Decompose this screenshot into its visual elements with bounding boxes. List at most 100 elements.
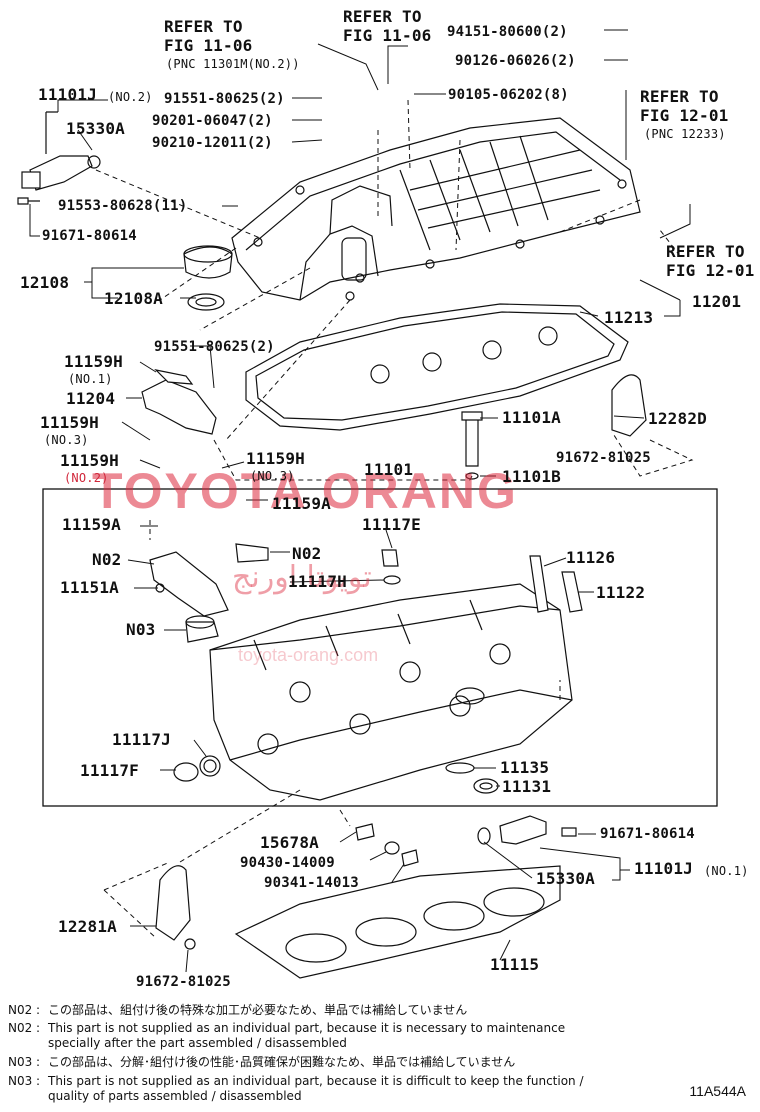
note-text: This part is not supplied as an individu… <box>48 1074 584 1088</box>
note-tag: N03 : <box>8 1074 41 1088</box>
diagram-code: 11A544A <box>689 1083 746 1099</box>
refer-fig-11-06-label-c: (PNC 11301M(NO.2)) <box>166 57 300 71</box>
part-11101j-no2[interactable]: 11101J <box>38 85 97 104</box>
part-11213[interactable]: 11213 <box>604 308 654 327</box>
note-tag: N02 : <box>8 1021 41 1035</box>
note-tag: N02 : <box>8 1003 41 1017</box>
part-15330a-top[interactable]: 15330A <box>66 119 125 138</box>
part-90201-06047[interactable]: 90201-06047(2) <box>152 113 273 129</box>
bearing-cap-left-drawing <box>149 551 229 617</box>
part-11159h-no1-suffix: (NO.1) <box>68 372 113 386</box>
part-90341-14013[interactable]: 90341-14013 <box>264 875 359 891</box>
cylinder-head-cover-drawing <box>231 117 641 301</box>
part-91551-80625-mid[interactable]: 91551-80625(2) <box>154 339 275 355</box>
part-11201[interactable]: 11201 <box>692 292 742 311</box>
union-15678a-drawing <box>355 823 375 841</box>
part-15678a[interactable]: 15678A <box>260 833 319 852</box>
valve-lifter-drawing <box>185 621 219 643</box>
part-11159h-no3-right[interactable]: 11159H <box>246 449 305 468</box>
note-n03-english: N03 : This part is not supplied as an ind… <box>8 1074 584 1089</box>
part-91672-81025-top[interactable]: 91672-81025 <box>556 450 651 466</box>
refer-fig-11-06-second-a: REFER TO <box>343 7 422 26</box>
note-n02-left-marker: N02 <box>92 550 122 569</box>
engine-hanger-no2-drawing <box>611 374 647 437</box>
note-n02-english-cont: specially after the part assembled / dis… <box>48 1036 347 1050</box>
part-11159h-no2-suffix: (NO.2) <box>64 471 109 485</box>
valve-guide-11126-drawing <box>529 555 549 613</box>
head-bolt-drawing <box>465 413 479 467</box>
part-11159h-no2[interactable]: 11159H <box>60 451 119 470</box>
part-11115[interactable]: 11115 <box>490 955 540 974</box>
part-11159h-no3-right-suffix: (NO.3) <box>250 469 295 483</box>
engine-hanger-no1-drawing <box>155 865 191 941</box>
camshaft-sensor-no2-drawing <box>21 111 101 191</box>
bearing-cap-right-drawing <box>235 543 269 563</box>
cylinder-head-group-frame <box>42 488 718 807</box>
part-11117h[interactable]: 11117H <box>288 572 347 591</box>
watermark-arabic-text: تويوتا اورنج <box>232 560 372 595</box>
refer-fig-12-01-label-c: (PNC 12233) <box>644 127 726 141</box>
part-90210-12011[interactable]: 90210-12011(2) <box>152 135 273 151</box>
part-11126[interactable]: 11126 <box>566 548 616 567</box>
refer-fig-11-06-label-a: REFER TO <box>164 17 243 36</box>
refer-fig-12-01-second-b: FIG 12-01 <box>666 261 755 280</box>
part-94151-80600[interactable]: 94151-80600(2) <box>447 24 568 40</box>
note-text: この部品は、組付け後の特殊な加工が必要なため、単品では補給していません <box>48 1003 468 1017</box>
note-n03-japanese: N03 :この部品は、分解･組付け後の性能･品質確保が困難なため、単品では補給し… <box>8 1055 515 1070</box>
part-11159h-no3-left-suffix: (NO.3) <box>44 433 89 447</box>
part-11159h-no1[interactable]: 11159H <box>64 352 123 371</box>
part-91671-80614-bottom[interactable]: 91671-80614 <box>600 826 695 842</box>
part-90105-06202[interactable]: 90105-06202(8) <box>448 87 569 103</box>
part-11122[interactable]: 11122 <box>596 583 646 602</box>
part-11159a-left[interactable]: 11159A <box>62 515 121 534</box>
note-n03-marker: N03 <box>126 620 156 639</box>
part-91672-81025-bottom[interactable]: 91672-81025 <box>136 974 231 990</box>
part-11101b[interactable]: 11101B <box>502 467 561 486</box>
refer-fig-11-06-second-b: FIG 11-06 <box>343 26 432 45</box>
part-11101j-no1[interactable]: 11101J <box>634 859 693 878</box>
cylinder-head-gasket-drawing <box>234 865 561 979</box>
note-n02-japanese: N02 : この部品は、組付け後の特殊な加工が必要なため、単品では補給していません <box>8 1003 467 1018</box>
part-11117e[interactable]: 11117E <box>362 515 421 534</box>
part-11101j-no2-suffix: (NO.2) <box>108 90 153 104</box>
part-11117f[interactable]: 11117F <box>80 761 139 780</box>
watermark-url-text: toyota-orang.com <box>238 645 379 665</box>
plug-11117f-drawing <box>173 762 199 782</box>
note-text: This part is not supplied as an individu… <box>48 1021 566 1035</box>
part-91553-80628[interactable]: 91553-80628(11) <box>58 198 188 214</box>
note-n02-right-marker: N02 <box>292 544 322 563</box>
note-n03-english-cont: quality of parts assembled / disassemble… <box>48 1089 302 1103</box>
note-n02-english: N02 : This part is not supplied as an ind… <box>8 1021 565 1036</box>
part-12108a[interactable]: 12108A <box>104 289 163 308</box>
part-11159h-no3-left[interactable]: 11159H <box>40 413 99 432</box>
part-90126-06026[interactable]: 90126-06026(2) <box>455 53 576 69</box>
part-11131[interactable]: 11131 <box>502 777 552 796</box>
part-12108[interactable]: 12108 <box>20 273 70 292</box>
part-12281a[interactable]: 12281A <box>58 917 117 936</box>
part-11159a-right[interactable]: 11159A <box>272 494 331 513</box>
note-text: この部品は、分解･組付け後の性能･品質確保が困難なため、単品では補給していません <box>48 1055 516 1069</box>
refer-fig-12-01-label-b: FIG 12-01 <box>640 106 729 125</box>
gasket-11135-drawing <box>445 762 475 774</box>
head-cover-gasket-drawing <box>245 303 629 431</box>
part-15330a-bottom[interactable]: 15330A <box>536 869 595 888</box>
part-11204[interactable]: 11204 <box>66 389 116 408</box>
part-91671-80614-top[interactable]: 91671-80614 <box>42 228 137 244</box>
part-90430-14009[interactable]: 90430-14009 <box>240 855 335 871</box>
camshaft-bearing-cap-drawing <box>141 379 217 435</box>
valve-guide-11122-drawing <box>561 571 583 613</box>
part-11117j[interactable]: 11117J <box>112 730 171 749</box>
camshaft-sensor-no1-drawing <box>499 815 547 845</box>
part-91551-80625-top[interactable]: 91551-80625(2) <box>164 91 285 107</box>
part-11101[interactable]: 11101 <box>364 460 414 479</box>
oil-filler-cap-drawing <box>183 245 233 311</box>
part-11151a[interactable]: 11151A <box>60 578 119 597</box>
watermark-text: TOYOTA ORANG <box>92 463 518 519</box>
refer-fig-12-01-second-a: REFER TO <box>666 242 745 261</box>
part-11101a[interactable]: 11101A <box>502 408 561 427</box>
part-11135[interactable]: 11135 <box>500 758 550 777</box>
part-11101j-no1-suffix: (NO.1) <box>704 864 749 878</box>
part-12282d[interactable]: 12282D <box>648 409 707 428</box>
cylinder-head-drawing <box>209 583 573 801</box>
